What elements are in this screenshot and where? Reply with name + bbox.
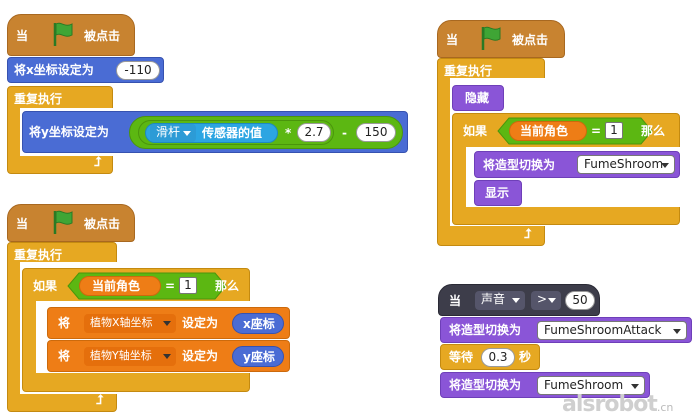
costume-reporter-label: 当前角色 <box>520 124 569 138</box>
hide-block[interactable]: 隐藏 <box>452 85 504 111</box>
costume-number-reporter[interactable]: 当前角色 <box>509 121 587 141</box>
chevron-down-icon <box>661 163 669 168</box>
sensor-value-label: 传感器的值 <box>202 126 263 140</box>
set-variable-block-2[interactable]: 将 植物Y轴坐标 设定为 y座标 <box>47 340 290 372</box>
x-position-reporter[interactable]: x座标 <box>232 313 284 334</box>
compare-value-input[interactable]: 1 <box>179 277 197 294</box>
multiply-sign: * <box>285 126 292 140</box>
when-flag-clicked-hat-2[interactable]: 当 被点击 <box>7 204 135 242</box>
costume-reporter-label: 当前角色 <box>92 279 141 293</box>
sensor-value-reporter[interactable]: 滑杆 传感器的值 <box>145 123 278 143</box>
chevron-down-icon <box>512 298 520 303</box>
hide-label: 隐藏 <box>465 91 490 105</box>
show-block[interactable]: 显示 <box>474 180 522 206</box>
sensor-dropdown[interactable]: 滑杆 <box>150 124 196 142</box>
if-label: 如果 <box>463 124 488 138</box>
switch-costume-label: 将造型切换为 <box>449 378 522 392</box>
then-label: 那么 <box>641 124 666 138</box>
chevron-down-icon <box>631 384 639 389</box>
wait-value-input[interactable]: 0.3 <box>481 348 515 367</box>
set-to-label: 设定为 <box>182 316 219 330</box>
show-label: 显示 <box>485 186 510 200</box>
set-y-block[interactable]: 将y坐标设定为 滑杆 传感器的值 * 2.7 - 150 <box>22 111 408 153</box>
switch-costume-block-4a[interactable]: 将造型切换为 FumeShroomAttack <box>440 317 692 343</box>
subtract-operator[interactable]: 滑杆 传感器的值 * 2.7 - 150 <box>129 116 403 149</box>
when-flag-clicked-hat[interactable]: 当 被点击 <box>7 14 135 56</box>
switch-costume-block-3[interactable]: 将造型切换为 FumeShroom <box>474 151 680 178</box>
watermark-brand: alsrobot <box>562 392 658 417</box>
hat-when-label: 当 <box>16 217 29 231</box>
chevron-down-icon <box>548 298 556 303</box>
equals-sign: = <box>165 279 176 293</box>
set-label: 将 <box>58 349 71 363</box>
wait-unit-label: 秒 <box>519 350 532 364</box>
set-to-label: 设定为 <box>182 349 219 363</box>
hat-when-label: 当 <box>449 294 462 308</box>
wait-block[interactable]: 等待 0.3 秒 <box>440 344 540 370</box>
costume-dropdown[interactable]: FumeShroomAttack <box>537 321 687 340</box>
set-y-label: 将y坐标设定为 <box>29 125 109 139</box>
y-position-reporter[interactable]: y座标 <box>232 346 284 367</box>
chevron-down-icon <box>163 354 171 359</box>
multiplier-input[interactable]: 2.7 <box>297 123 331 142</box>
hat-clicked-label: 被点击 <box>84 29 121 43</box>
loop-arrow-icon: ⮥ <box>96 393 104 408</box>
forever-label: 重复执行 <box>14 92 63 106</box>
equals-sign: = <box>591 124 602 138</box>
x-position-label: x座标 <box>243 317 275 331</box>
chevron-down-icon <box>673 329 681 334</box>
set-x-value-input[interactable]: -110 <box>116 61 160 80</box>
loop-arrow-icon: ⮥ <box>524 227 532 242</box>
threshold-input[interactable]: 50 <box>565 291 595 310</box>
operator-dropdown[interactable]: > <box>531 291 561 310</box>
loop-arrow-icon: ⮥ <box>94 155 102 170</box>
forever-label: 重复执行 <box>444 64 493 78</box>
sensor-dropdown[interactable]: 声音 <box>475 291 525 310</box>
set-x-label: 将x坐标设定为 <box>14 63 94 77</box>
when-flag-clicked-hat-3[interactable]: 当 被点击 <box>437 20 565 58</box>
green-flag-icon <box>53 22 73 46</box>
hat-clicked-label: 被点击 <box>84 217 121 231</box>
then-label: 那么 <box>215 279 240 293</box>
wait-label: 等待 <box>449 350 474 364</box>
green-flag-icon <box>481 26 501 50</box>
y-position-label: y座标 <box>243 350 275 364</box>
forever-label: 重复执行 <box>14 248 63 262</box>
subtrahend-input[interactable]: 150 <box>356 123 396 142</box>
multiply-operator[interactable]: 滑杆 传感器的值 * 2.7 <box>138 120 334 145</box>
watermark-logo: alsrobot.cn <box>562 392 673 417</box>
variable-dropdown-2[interactable]: 植物Y轴坐标 <box>84 347 176 366</box>
chevron-down-icon <box>183 131 191 136</box>
when-sensor-hat[interactable]: 当 声音 > 50 <box>438 284 600 316</box>
if-label: 如果 <box>33 279 58 293</box>
hat-when-label: 当 <box>16 29 29 43</box>
compare-value-input[interactable]: 1 <box>605 122 623 139</box>
switch-costume-label: 将造型切换为 <box>483 158 556 172</box>
switch-costume-block-4b[interactable]: 将造型切换为 FumeShroom <box>440 372 650 398</box>
variable-dropdown-1[interactable]: 植物X轴坐标 <box>84 314 176 333</box>
hat-clicked-label: 被点击 <box>512 33 549 47</box>
chevron-down-icon <box>163 321 171 326</box>
costume-number-reporter[interactable]: 当前角色 <box>79 276 161 296</box>
hat-when-label: 当 <box>446 33 459 47</box>
watermark-suffix: .cn <box>656 401 674 414</box>
minus-sign: - <box>342 126 347 140</box>
set-x-block[interactable]: 将x坐标设定为 -110 <box>7 57 164 83</box>
costume-dropdown[interactable]: FumeShroom <box>537 376 645 395</box>
set-label: 将 <box>58 316 71 330</box>
green-flag-icon <box>53 210 73 234</box>
switch-costume-label: 将造型切换为 <box>449 323 522 337</box>
costume-dropdown[interactable]: FumeShroom <box>577 155 675 174</box>
set-variable-block-1[interactable]: 将 植物X轴坐标 设定为 x座标 <box>47 307 290 339</box>
